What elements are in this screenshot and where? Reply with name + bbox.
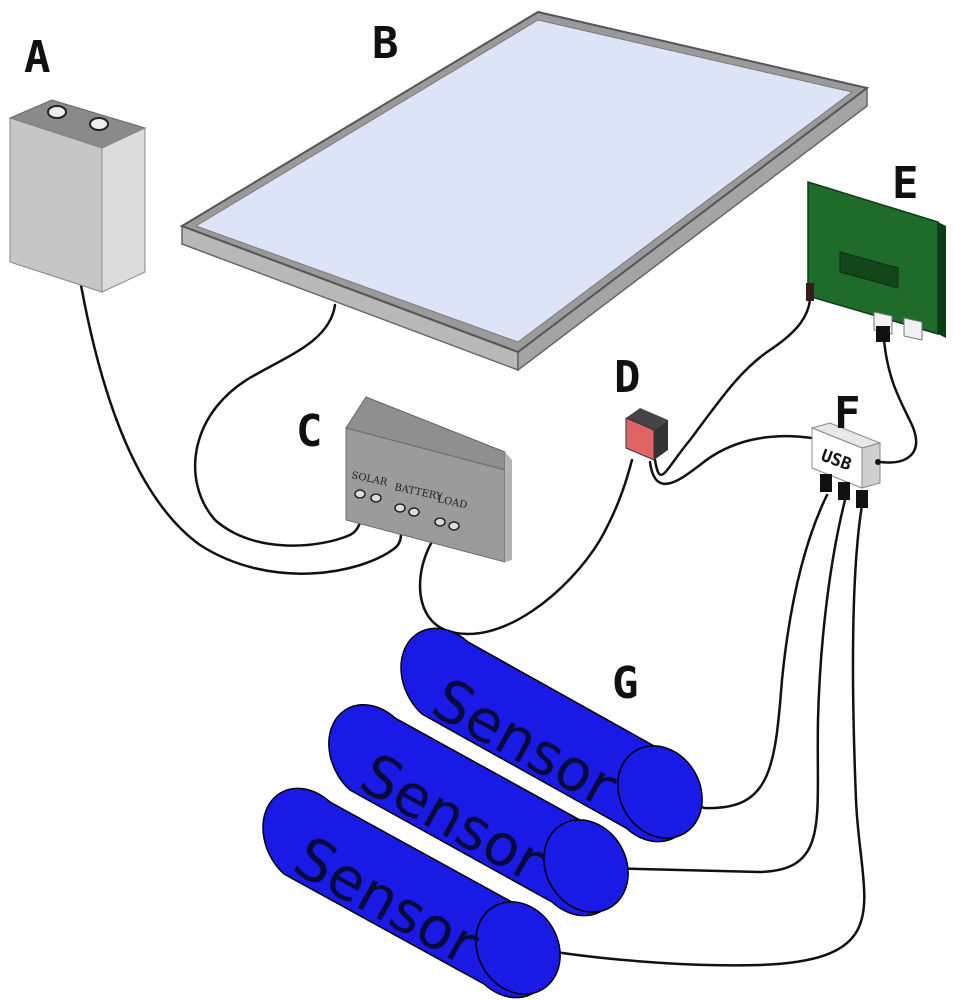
- port-load-icon: [448, 521, 460, 531]
- board-usb-port-icon: [903, 317, 923, 341]
- usb-plug-icon: [838, 482, 850, 500]
- wires: [56, 108, 918, 967]
- battery-terminal-icon: [47, 105, 67, 119]
- usb-hub-cable-port: [875, 459, 881, 465]
- usb-plug-icon: [856, 490, 868, 508]
- wire-usb-to-sensor-1: [666, 493, 829, 810]
- label-g: G: [612, 658, 639, 709]
- label-d: D: [614, 352, 641, 403]
- controller-side: [505, 452, 512, 562]
- port-battery-icon: [394, 503, 406, 513]
- label-b: B: [372, 18, 399, 69]
- board-edge: [938, 222, 946, 338]
- wire-usb-to-sensor-3: [528, 503, 866, 967]
- board-usb-plug: [876, 326, 890, 342]
- sensor-1-end-cap: [617, 745, 703, 839]
- label-c: C: [296, 406, 323, 457]
- battery-front: [9, 117, 103, 293]
- switch-side: [654, 420, 668, 460]
- usb-hub: USB: [810, 422, 882, 508]
- label-e: E: [892, 158, 919, 209]
- wire-switch-to-board: [653, 298, 812, 476]
- switch: [625, 408, 668, 461]
- board-pcb: [807, 180, 939, 336]
- sensor-2-end-cap: [543, 819, 629, 913]
- wire-switch-to-usb: [648, 434, 814, 486]
- usb-plug-icon: [820, 474, 832, 492]
- port-battery-icon: [408, 507, 420, 517]
- wire-usb-to-sensor-2: [598, 498, 847, 874]
- usb-hub-side: [861, 442, 881, 489]
- switch-top: [626, 408, 668, 430]
- board: [806, 180, 946, 342]
- wire-panel-to-controller: [193, 303, 363, 547]
- battery-side: [101, 127, 146, 293]
- charge-controller: SOLAR BATTERY LOAD: [345, 396, 512, 563]
- wire-battery-to-controller: [56, 108, 403, 575]
- wire-load-to-switch: [418, 458, 634, 636]
- solar-panel: [179, 10, 870, 372]
- port-solar-icon: [370, 493, 382, 503]
- board-connector: [806, 283, 814, 301]
- battery-terminal-icon: [89, 117, 109, 131]
- component-labels: A B C D E F G: [24, 18, 919, 709]
- sensor-3-end-cap: [475, 901, 561, 995]
- battery: [8, 99, 147, 293]
- label-a: A: [24, 32, 51, 83]
- port-solar-icon: [354, 489, 366, 499]
- sensor-2: Sensor: [328, 703, 629, 917]
- label-f: F: [834, 388, 861, 439]
- board-chip: [839, 251, 899, 289]
- port-load-icon: [434, 517, 446, 527]
- wire-board-to-usb: [878, 338, 918, 464]
- solar-panel-surface: [194, 19, 854, 343]
